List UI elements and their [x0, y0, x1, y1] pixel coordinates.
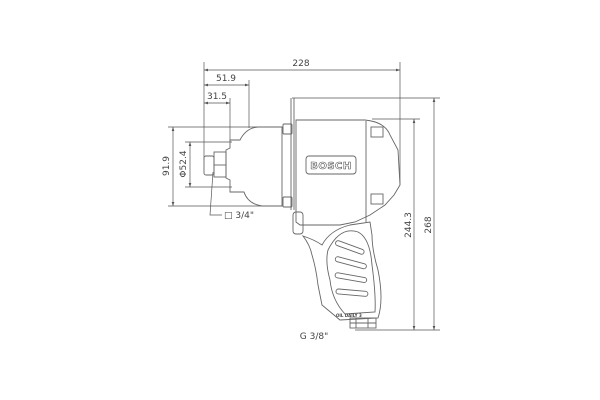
dim-air-inlet: G 3/8": [300, 332, 328, 342]
logo-plate: [305, 155, 357, 175]
dim-height-244-3: 244.3: [404, 212, 414, 238]
dim-overall-length: 228: [292, 59, 309, 69]
dim-31-5: 31.5: [207, 92, 227, 102]
extension-lines: [168, 62, 440, 331]
dim-square-drive: □ 3/4": [224, 211, 254, 221]
oil-label: OIL DAILY 3: [336, 313, 362, 318]
brand-logo: BOSCH: [310, 161, 352, 172]
impact-wrench-outline: BOSCH OIL DAILY 3: [203, 98, 401, 329]
dim-nose-diameter: Φ52.4: [179, 150, 189, 177]
dimension-lines: [171, 68, 436, 330]
dim-head-height: 91.9: [162, 156, 172, 176]
dim-overall-height: 268: [424, 216, 434, 233]
dim-51-9: 51.9: [216, 74, 236, 84]
